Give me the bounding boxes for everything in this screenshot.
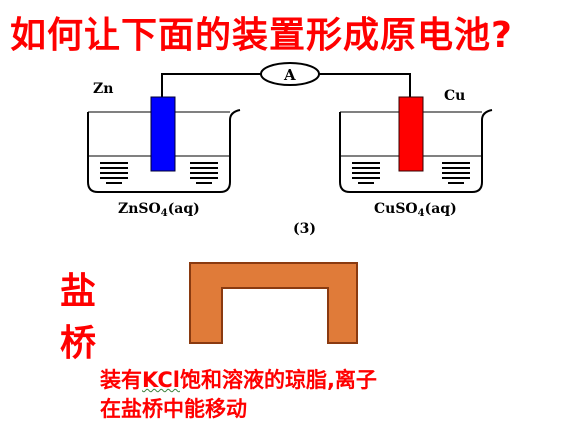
left-solution-formula: ZnSO [118,201,161,217]
description-pre: 装有 [100,368,142,392]
salt-bridge-description: 装有KCl饱和溶液的琼脂,离子 在盐桥中能移动 [100,366,377,424]
description-post: 饱和溶液的琼脂,离子 [179,368,377,392]
zn-label: Zn [93,81,114,97]
salt-bridge-label-1: 盐 [60,271,97,312]
page-title: 如何让下面的装置形成原电池? [10,15,513,56]
ammeter [260,62,320,86]
copper-electrode [398,96,424,172]
left-solution-state: (aq) [167,201,200,217]
left-wire [161,73,261,97]
zinc-electrode [150,96,176,172]
kcl-text: KCl [142,368,180,392]
left-solution-subscript: 4 [160,208,168,219]
right-solution-formula: CuSO [374,201,418,217]
salt-bridge-label-2: 桥 [60,323,97,364]
ammeter-label: A [283,66,296,84]
cu-label: Cu [444,88,466,104]
figure-number: (3) [293,221,316,237]
right-solution-label: CuSO4(aq) [374,201,457,219]
right-solution-state: (aq) [424,201,457,217]
right-wire [319,73,411,97]
salt-bridge [189,262,358,344]
description-line-1: 装有KCl饱和溶液的琼脂,离子 [100,366,377,395]
left-solution-label: ZnSO4(aq) [118,201,200,219]
description-line-2: 在盐桥中能移动 [100,397,247,421]
right-solution-subscript: 4 [417,208,425,219]
right-beaker [339,109,493,193]
